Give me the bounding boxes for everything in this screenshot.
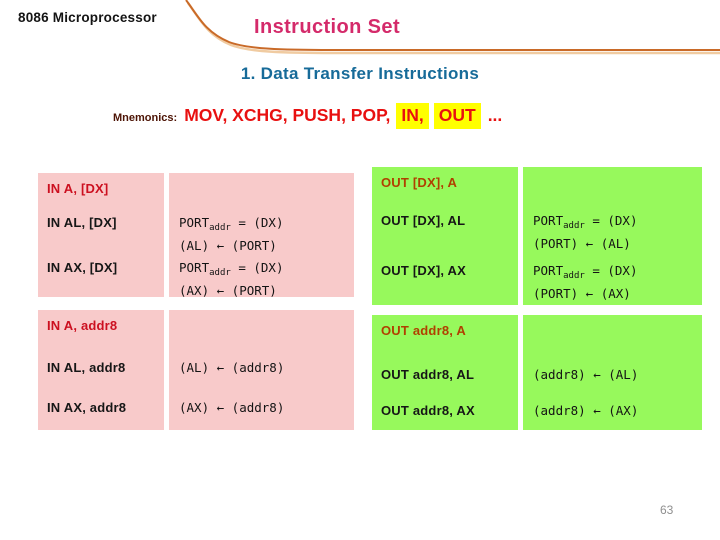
operation-cell: (AX) ← (addr8) <box>169 392 354 430</box>
mnemonic-cell: IN AL, addr8 <box>38 352 164 392</box>
mnemonics-label: Mnemonics: <box>113 112 178 124</box>
instruction-table-section: IN A, [DX]IN AL, [DX] PORTaddr = (DX) (AL)… <box>38 173 354 298</box>
mnemonic-cell: IN A, addr8 <box>38 310 164 352</box>
operation-cell <box>169 310 354 352</box>
instruction-row: OUT [DX], AX PORTaddr = (DX) (PORT) ← (AX) <box>372 255 702 305</box>
instruction-row: IN AX, addr8 (AX) ← (addr8) <box>38 392 354 430</box>
operation-cell <box>523 167 702 205</box>
operation-cell: PORTaddr = (DX) (PORT) ← (AL) <box>523 205 702 255</box>
instruction-row: IN AL, [DX] PORTaddr = (DX) (AL) ← (PORT) <box>38 207 354 253</box>
mnemonic-cell: OUT addr8, AX <box>372 395 518 430</box>
operation-line: PORTaddr = (DX) <box>533 213 638 231</box>
instruction-row: IN A, [DX] <box>38 173 354 207</box>
mnemonic-cell: OUT [DX], AX <box>372 255 518 305</box>
operation-line: (addr8) ← (AX) <box>533 403 639 418</box>
mnemonic-cell: OUT addr8, AL <box>372 359 518 395</box>
operation-line: (PORT) ← (AX) <box>533 286 631 301</box>
in-instructions-table: IN A, [DX]IN AL, [DX] PORTaddr = (DX) (AL)… <box>38 173 354 430</box>
operation-line: PORTaddr = (DX) <box>179 215 284 233</box>
operation-cell: (addr8) ← (AL) <box>523 359 702 395</box>
mnemonics-suffix: ... <box>487 105 503 125</box>
highlighted-mnemonic-in: IN, <box>396 103 429 129</box>
mnemonic-cell: OUT addr8, A <box>372 315 518 359</box>
header-divider-curve <box>185 0 720 55</box>
operation-line: (AL) ← (addr8) <box>179 360 285 375</box>
mnemonics-list: MOV, XCHG, PUSH, POP,IN,OUT... <box>184 103 502 129</box>
operation-cell <box>169 173 354 207</box>
slide-title: Instruction Set <box>254 16 401 38</box>
instruction-row: OUT addr8, AX (addr8) ← (AX) <box>372 395 702 430</box>
mnemonic-cell: IN AL, [DX] <box>38 207 164 252</box>
instruction-row: IN AX, [DX] PORTaddr = (DX) (AX) ← (PORT) <box>38 252 354 298</box>
instruction-row: OUT addr8, A <box>372 315 702 359</box>
course-title: 8086 Microprocessor <box>18 10 157 25</box>
operation-cell: PORTaddr = (DX) (AX) ← (PORT) <box>169 252 354 298</box>
instruction-row: IN A, addr8 <box>38 310 354 352</box>
operation-line: PORTaddr = (DX) <box>533 263 638 281</box>
operation-cell <box>523 315 702 359</box>
mnemonic-cell: IN A, [DX] <box>38 173 164 207</box>
page-number: 63 <box>660 503 674 517</box>
operation-line: (AX) ← (addr8) <box>179 400 285 415</box>
lesson-heading: 1. Data Transfer Instructions <box>240 64 480 83</box>
mnemonic-cell: OUT [DX], AL <box>372 205 518 255</box>
operation-line: (addr8) ← (AL) <box>533 367 639 382</box>
instruction-row: IN AL, addr8 (AL) ← (addr8) <box>38 352 354 392</box>
operation-line: (AL) ← (PORT) <box>179 238 277 253</box>
operation-cell: (AL) ← (addr8) <box>169 352 354 392</box>
mnemonic-cell: IN AX, addr8 <box>38 392 164 430</box>
highlighted-mnemonic-out: OUT <box>433 103 481 129</box>
mnemonic-cell: OUT [DX], A <box>372 167 518 205</box>
operation-cell: PORTaddr = (DX) (PORT) ← (AX) <box>523 255 702 305</box>
mnemonics-row: Mnemonics: MOV, XCHG, PUSH, POP,IN,OUT..… <box>113 103 502 129</box>
operation-cell: (addr8) ← (AX) <box>523 395 702 430</box>
operation-line: (AX) ← (PORT) <box>179 283 277 298</box>
instruction-row: OUT addr8, AL (addr8) ← (AL) <box>372 359 702 395</box>
operation-cell: PORTaddr = (DX) (AL) ← (PORT) <box>169 207 354 253</box>
instruction-row: OUT [DX], AL PORTaddr = (DX) (PORT) ← (AL) <box>372 205 702 255</box>
operation-line: (PORT) ← (AL) <box>533 236 631 251</box>
instruction-row: OUT [DX], A <box>372 167 702 205</box>
mnemonics-plain: MOV, XCHG, PUSH, POP, <box>184 105 391 125</box>
operation-line: PORTaddr = (DX) <box>179 260 284 278</box>
mnemonic-cell: IN AX, [DX] <box>38 252 164 297</box>
